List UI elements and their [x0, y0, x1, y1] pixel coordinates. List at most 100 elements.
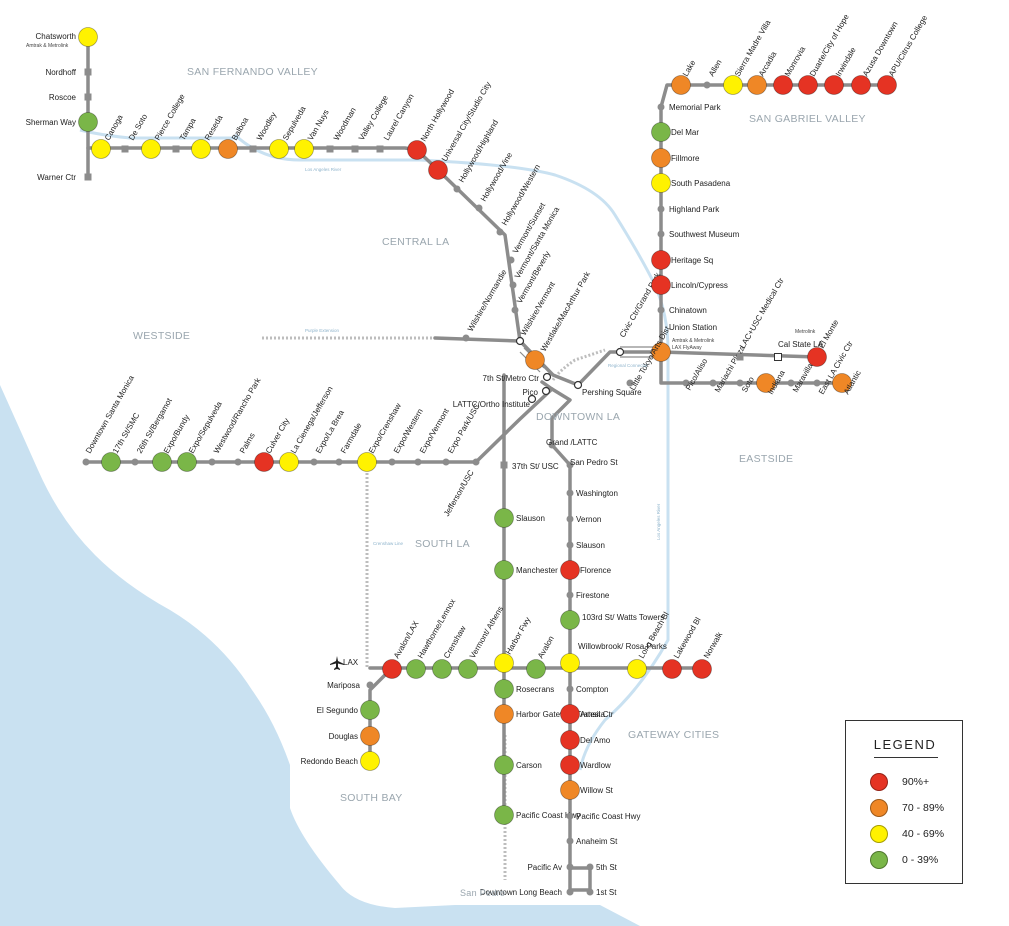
- station-marker-harbor-gateway-transit-ctr[interactable]: [494, 704, 514, 724]
- station-marker-1st-st[interactable]: [586, 888, 594, 896]
- station-marker-warner-ctr[interactable]: [84, 173, 92, 181]
- station-marker-indiana[interactable]: [756, 373, 776, 393]
- station-marker-vermont-sunset[interactable]: [507, 256, 515, 264]
- station-marker-avalon-lax[interactable]: [382, 659, 402, 679]
- station-marker-expo-park-usc[interactable]: [442, 458, 450, 466]
- station-marker-lake[interactable]: [671, 75, 691, 95]
- station-marker-compton[interactable]: [566, 685, 574, 693]
- station-marker-westwood-rancho-park[interactable]: [208, 458, 216, 466]
- station-marker-slauson[interactable]: [566, 541, 574, 549]
- station-marker-manchester[interactable]: [494, 560, 514, 580]
- station-marker-maravilla[interactable]: [787, 379, 795, 387]
- station-marker-el-segundo[interactable]: [360, 700, 380, 720]
- station-marker-apu-citrus-college[interactable]: [877, 75, 897, 95]
- station-marker-del-amo[interactable]: [560, 730, 580, 750]
- station-marker-willowbrook-rosa-parks[interactable]: [560, 653, 580, 673]
- station-marker-vermont-athens[interactable]: [458, 659, 478, 679]
- station-marker-azusa-downtown[interactable]: [851, 75, 871, 95]
- station-marker-culver-city[interactable]: [254, 452, 274, 472]
- station-marker-pico-aliso[interactable]: [682, 379, 690, 387]
- station-marker-expo-bundy[interactable]: [152, 452, 172, 472]
- station-marker-woodman[interactable]: [326, 145, 334, 153]
- station-marker-103rd-st-watts-towers[interactable]: [560, 610, 580, 630]
- station-marker-roscoe[interactable]: [84, 93, 92, 101]
- station-marker-southwest-museum[interactable]: [657, 230, 665, 238]
- station-marker-slauson[interactable]: [494, 508, 514, 528]
- station-marker-crenshaw[interactable]: [432, 659, 452, 679]
- station-marker-pacific-coast-hwy[interactable]: [494, 805, 514, 825]
- station-marker-carson[interactable]: [494, 755, 514, 775]
- station-marker-la-cienega-jefferson[interactable]: [279, 452, 299, 472]
- station-marker-arcadia[interactable]: [747, 75, 767, 95]
- station-marker-anaheim-st[interactable]: [566, 837, 574, 845]
- station-marker-little-tokyo-arts-dist[interactable]: [626, 379, 634, 387]
- station-marker-long-beach-bl[interactable]: [627, 659, 647, 679]
- station-marker-woodley[interactable]: [249, 145, 257, 153]
- station-marker-artesia[interactable]: [560, 704, 580, 724]
- station-marker-balboa[interactable]: [218, 139, 238, 159]
- station-marker-cal-state-la[interactable]: [774, 353, 782, 361]
- station-marker-lattc-ortho-institute[interactable]: [527, 394, 537, 404]
- station-marker-civic-ctr-grand-park[interactable]: [615, 347, 625, 357]
- station-marker-vermont-beverly[interactable]: [511, 306, 519, 314]
- station-marker-grand-lattc[interactable]: [548, 441, 556, 449]
- station-marker-nordhoff[interactable]: [84, 68, 92, 76]
- station-marker-lakewood-bl[interactable]: [662, 659, 682, 679]
- station-marker-sepulveda[interactable]: [269, 139, 289, 159]
- station-marker-chinatown[interactable]: [657, 306, 665, 314]
- station-marker-7th-st-metro-ctr[interactable]: [542, 372, 552, 382]
- station-marker-hollywood-vine[interactable]: [475, 204, 483, 212]
- station-marker-sierra-madre-villa[interactable]: [723, 75, 743, 95]
- station-marker-rosecrans[interactable]: [494, 679, 514, 699]
- station-marker-norwalk[interactable]: [692, 659, 712, 679]
- station-marker-hawthorne-lennox[interactable]: [406, 659, 426, 679]
- station-marker-expo-crenshaw[interactable]: [357, 452, 377, 472]
- station-marker-monrovia[interactable]: [773, 75, 793, 95]
- station-marker-union-station[interactable]: [651, 342, 671, 362]
- station-marker-north-hollywood[interactable]: [407, 140, 427, 160]
- station-marker-allen[interactable]: [703, 81, 711, 89]
- station-marker-wardlow[interactable]: [560, 755, 580, 775]
- station-marker-downtown-long-beach[interactable]: [566, 888, 574, 896]
- station-marker-san-pedro-st[interactable]: [566, 461, 574, 469]
- station-marker-hollywood-highland[interactable]: [453, 185, 461, 193]
- station-marker-fillmore[interactable]: [651, 148, 671, 168]
- station-marker-redondo-beach[interactable]: [360, 751, 380, 771]
- station-marker-pacific-coast-hwy[interactable]: [566, 812, 574, 820]
- station-marker-lac-usc-medical-ctr[interactable]: [736, 353, 744, 361]
- station-marker-heritage-sq[interactable]: [651, 250, 671, 270]
- station-marker-hollywood-western[interactable]: [496, 228, 504, 236]
- station-marker-reseda[interactable]: [191, 139, 211, 159]
- station-marker-south-pasadena[interactable]: [651, 173, 671, 193]
- station-marker-willow-st[interactable]: [560, 780, 580, 800]
- station-marker-26th-st-bergamot[interactable]: [131, 458, 139, 466]
- station-marker-westlake-macarthur-park[interactable]: [525, 350, 545, 370]
- station-marker-florence[interactable]: [560, 560, 580, 580]
- station-marker-expo-vermont[interactable]: [414, 458, 422, 466]
- station-marker-37th-st-usc[interactable]: [500, 461, 508, 469]
- station-marker-avalon[interactable]: [526, 659, 546, 679]
- station-marker-canoga[interactable]: [91, 139, 111, 159]
- station-marker-lincoln-cypress[interactable]: [651, 275, 671, 295]
- station-marker-east-la-civic-ctr[interactable]: [813, 379, 821, 387]
- station-marker-vermont-santa-monica[interactable]: [509, 281, 517, 289]
- station-marker-palms[interactable]: [234, 458, 242, 466]
- station-marker-wilshire-vermont[interactable]: [515, 336, 525, 346]
- station-marker-duarte-city-of-hope[interactable]: [798, 75, 818, 95]
- station-marker-harbor-fwy[interactable]: [494, 653, 514, 673]
- station-marker-washington[interactable]: [566, 489, 574, 497]
- station-marker-expo-la-brea[interactable]: [310, 458, 318, 466]
- station-marker-universal-city-studio-city[interactable]: [428, 160, 448, 180]
- station-marker-memorial-park[interactable]: [657, 103, 665, 111]
- station-marker-pershing-square[interactable]: [573, 380, 583, 390]
- station-marker-el-monte[interactable]: [807, 347, 827, 367]
- station-marker-pierce-college[interactable]: [141, 139, 161, 159]
- station-marker-highland-park[interactable]: [657, 205, 665, 213]
- station-marker-chatsworth[interactable]: [78, 27, 98, 47]
- station-marker-jefferson-usc[interactable]: [472, 458, 480, 466]
- station-marker-5th-st[interactable]: [586, 863, 594, 871]
- station-marker-mariposa[interactable]: [366, 681, 374, 689]
- station-marker-sherman-way[interactable]: [78, 112, 98, 132]
- station-marker-irwindale[interactable]: [824, 75, 844, 95]
- station-marker-mariachi-plaza[interactable]: [709, 379, 717, 387]
